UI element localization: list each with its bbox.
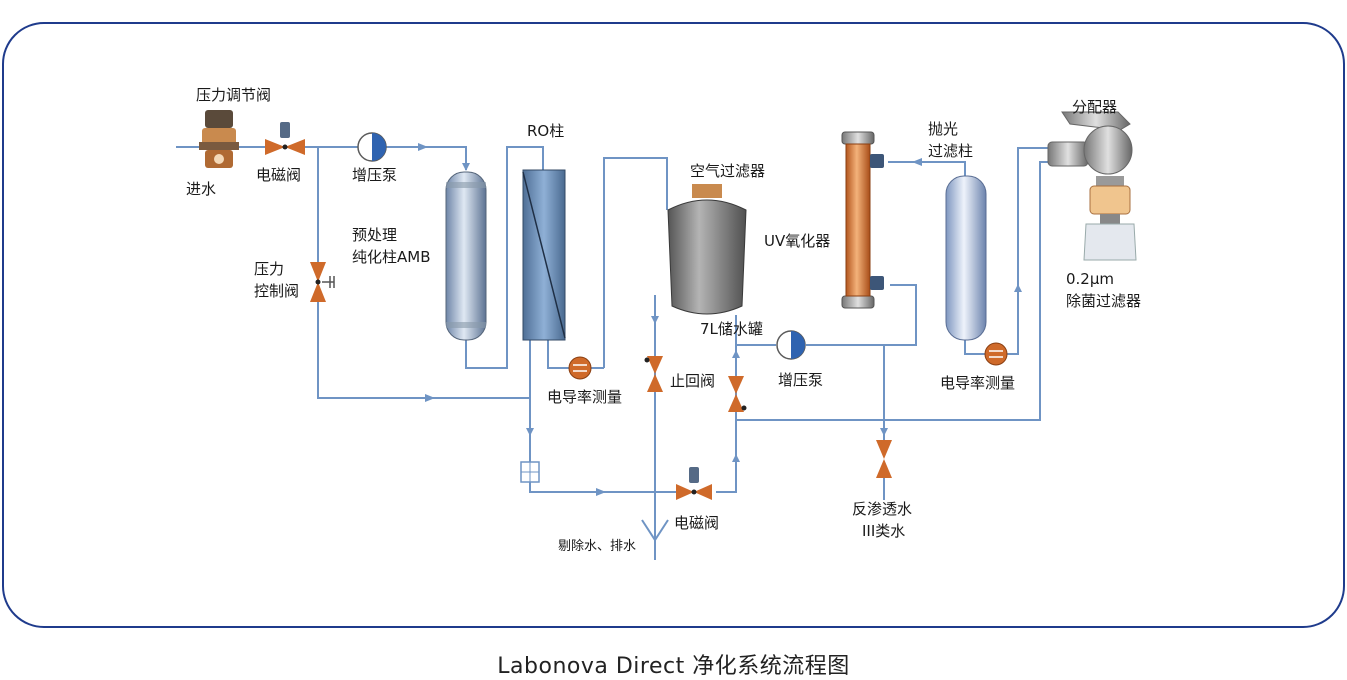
ro-column (522, 169, 566, 341)
label-polish-2: 过滤柱 (928, 142, 973, 160)
label-check-valve: 止回阀 (670, 372, 715, 390)
pipe-ro-to-tank (603, 157, 668, 368)
pretreat-column (445, 171, 487, 341)
arrow (912, 158, 922, 166)
label-tank: 7L储水罐 (700, 320, 763, 338)
label-ro-water-2: III类水 (862, 522, 905, 540)
check-valve-1 (644, 356, 663, 392)
label-inlet: 进水 (186, 180, 216, 198)
arrow (732, 454, 740, 462)
check-valve-2 (728, 376, 747, 412)
pipe-pretreat-to-ro (465, 146, 544, 369)
label-pretreat-1: 预处理 (352, 226, 397, 244)
conductivity-sensor-2 (984, 342, 1008, 366)
pipe-ro-reject (529, 338, 682, 493)
label-booster-pump-1: 增压泵 (352, 166, 397, 184)
arrow (526, 428, 534, 436)
label-air-filter: 空气过滤器 (690, 162, 765, 180)
dispenser (1047, 111, 1137, 261)
arrow (462, 163, 470, 171)
strainer (520, 461, 540, 483)
label-booster-pump-2: 增压泵 (778, 371, 823, 389)
solenoid-valve-2 (676, 467, 712, 500)
ro-water-valve (876, 440, 892, 478)
label-pressure-regulator: 压力调节阀 (196, 86, 271, 104)
label-drain: 剔除水、排水 (558, 539, 636, 554)
arrow (880, 428, 888, 436)
flow-arrows (418, 143, 1022, 496)
label-solenoid-valve-1: 电磁阀 (256, 166, 301, 184)
pipes (176, 146, 1055, 560)
label-uv-oxidizer: UV氧化器 (764, 232, 830, 250)
label-pressure-ctrl-1: 压力 (254, 260, 284, 278)
booster-pump-2 (776, 330, 806, 360)
label-ro-water-1: 反渗透水 (852, 500, 912, 518)
label-conductivity-2: 电导率测量 (940, 374, 1015, 392)
uv-oxidizer (841, 131, 884, 309)
pipe-polish-to-disp (964, 147, 1055, 355)
label-sterile-1: 0.2μm (1066, 270, 1114, 288)
label-dispenser: 分配器 (1072, 98, 1117, 116)
arrow (425, 394, 435, 402)
label-pressure-ctrl-2: 控制阀 (254, 282, 299, 300)
pressure-regulator (199, 110, 239, 168)
polishing-column (945, 175, 987, 341)
storage-tank (667, 184, 747, 315)
label-conductivity-1: 电导率测量 (547, 388, 622, 406)
arrow (418, 143, 428, 151)
drain-funnel (641, 519, 669, 542)
pipe-solenoid-out (716, 420, 737, 493)
label-solenoid-valve-2: 电磁阀 (674, 514, 719, 532)
pipe-uv-to-polish (888, 161, 966, 176)
solenoid-valve-1 (265, 122, 305, 155)
label-polish-1: 抛光 (928, 120, 958, 138)
arrow (651, 316, 659, 324)
booster-pump-1 (357, 132, 387, 162)
arrow (732, 350, 740, 358)
diagram-caption: Labonova Direct 净化系统流程图 (497, 654, 850, 679)
label-sterile-2: 除菌过滤器 (1066, 292, 1141, 310)
label-pretreat-2: 纯化柱AMB (352, 248, 431, 266)
pipe-pump2-to-uv (806, 284, 917, 346)
arrow (596, 488, 606, 496)
pipe-pressure-control (317, 147, 530, 399)
arrow (1014, 284, 1022, 292)
pressure-control-valve (310, 262, 335, 302)
conductivity-sensor-1 (568, 356, 592, 380)
labels: 压力调节阀 进水 电磁阀 增压泵 预处理 纯化柱AMB 压力 控制阀 RO柱 电… (186, 86, 1141, 554)
label-ro-column: RO柱 (527, 122, 564, 140)
